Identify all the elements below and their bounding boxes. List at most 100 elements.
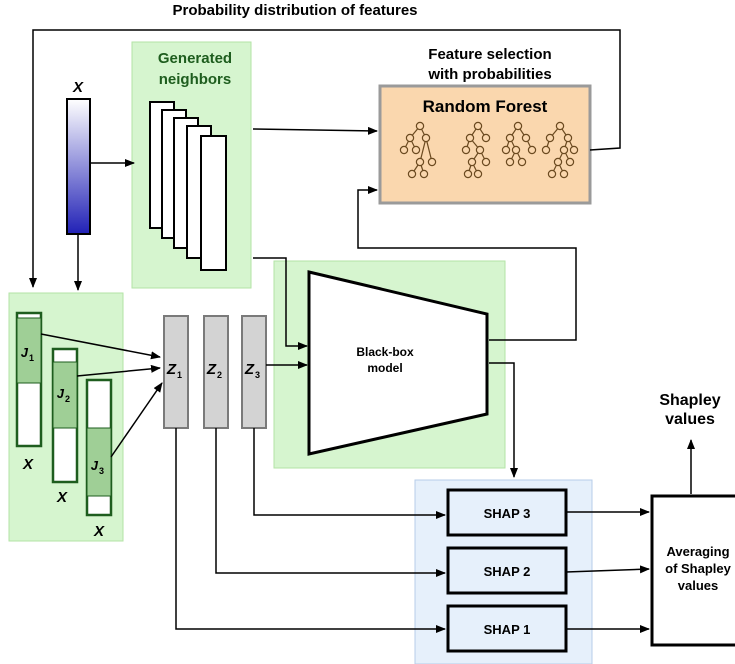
z2-sub: 2 bbox=[217, 370, 222, 380]
tree-2-node bbox=[461, 145, 471, 155]
subset-j3-label: J bbox=[91, 458, 99, 473]
tree-4-node bbox=[553, 157, 563, 167]
tree-4-node bbox=[565, 157, 575, 167]
z3-label: Z bbox=[244, 361, 255, 378]
tree-1-node bbox=[405, 133, 415, 143]
subset-j2-label: J bbox=[57, 386, 65, 401]
averaging-label-2: of Shapley bbox=[665, 561, 732, 576]
shap2-label: SHAP 2 bbox=[484, 564, 531, 579]
shap2-rect bbox=[446, 546, 568, 595]
subset-j3-x-label: X bbox=[93, 523, 105, 540]
blackbox-label-1: Black-box bbox=[356, 345, 414, 359]
tree-1-node bbox=[415, 121, 425, 131]
diagram-title: Probability distribution of features bbox=[172, 2, 417, 19]
tree-3-node bbox=[501, 145, 511, 155]
tree-1-node bbox=[419, 169, 429, 179]
blackbox-model-shape bbox=[307, 270, 489, 456]
arrow-shap2-to-avg bbox=[565, 565, 650, 574]
subset-j3-highlight bbox=[86, 427, 112, 497]
blackbox-label-2: model bbox=[367, 361, 402, 375]
shapley-values-label-2: values bbox=[665, 411, 715, 428]
arrow-z3-to-shap3 bbox=[253, 428, 446, 519]
z1-label: Z bbox=[166, 361, 177, 378]
subset-j1: J 1 X bbox=[15, 311, 43, 473]
arrow-probability-feedback bbox=[29, 29, 621, 288]
z2-box: Z 2 bbox=[203, 315, 229, 429]
generated-neighbors-label-1: Generated bbox=[158, 50, 232, 67]
arrow-neighbors-to-blackbox bbox=[253, 257, 308, 350]
arrow-j2-to-z bbox=[76, 364, 161, 377]
tree-1-node bbox=[407, 169, 417, 179]
z3-rect bbox=[241, 315, 267, 429]
subset-j1-sub: 1 bbox=[29, 353, 34, 363]
tree-4-node bbox=[545, 133, 555, 143]
arrow-z2-to-shap2 bbox=[215, 428, 446, 577]
tree-1-node bbox=[399, 145, 409, 155]
shap1-label: SHAP 1 bbox=[484, 622, 531, 637]
shap3-label: SHAP 3 bbox=[484, 506, 531, 521]
tree-2-node bbox=[473, 169, 483, 179]
tree-1-node bbox=[415, 157, 425, 167]
x-input-label: X bbox=[72, 79, 84, 96]
tree-3-node bbox=[511, 145, 521, 155]
generated-neighbors-label-2: neighbors bbox=[159, 71, 232, 88]
z3-box: Z 3 bbox=[241, 315, 267, 429]
subset-j1-x-label: X bbox=[22, 456, 34, 473]
arrow-blackbox-to-rf bbox=[357, 186, 577, 341]
subset-j2-sub: 2 bbox=[65, 394, 70, 404]
tree-2-node bbox=[481, 133, 491, 143]
z3-sub: 3 bbox=[255, 370, 260, 380]
shap1-box: SHAP 1 bbox=[446, 604, 568, 653]
random-forest-trees bbox=[399, 121, 579, 179]
tree-3-node bbox=[521, 133, 531, 143]
subset-j1-highlight bbox=[16, 317, 42, 384]
feature-selection-label-2: with probabilities bbox=[427, 66, 551, 83]
arrow-j3-to-z bbox=[110, 382, 163, 458]
shap3-rect bbox=[446, 488, 568, 537]
random-forest-title: Random Forest bbox=[423, 97, 548, 116]
tree-2-node bbox=[467, 157, 477, 167]
shap3-box: SHAP 3 bbox=[446, 488, 568, 537]
random-forest-box bbox=[378, 84, 592, 205]
averaging-box bbox=[650, 494, 735, 647]
tree-3-node bbox=[517, 157, 527, 167]
tree-2-node bbox=[473, 121, 483, 131]
tree-4-node bbox=[555, 121, 565, 131]
tree-3-node bbox=[513, 121, 523, 131]
tree-3-node bbox=[505, 157, 515, 167]
tree-2-node bbox=[475, 145, 485, 155]
tree-4-node bbox=[563, 133, 573, 143]
z1-box: Z 1 bbox=[163, 315, 189, 429]
tree-4-node bbox=[559, 145, 569, 155]
subset-j3-sub: 3 bbox=[99, 466, 104, 476]
arrow-z1-to-shap1 bbox=[175, 428, 446, 633]
subset-j3: J 3 X bbox=[85, 378, 113, 540]
subset-j2-highlight bbox=[52, 361, 78, 429]
subset-j2: J 2 X bbox=[51, 347, 79, 506]
tree-3-node bbox=[527, 145, 537, 155]
tree-2-node bbox=[463, 169, 473, 179]
tree-2-node bbox=[465, 133, 475, 143]
tree-1-node bbox=[411, 145, 421, 155]
neighbor-sheets bbox=[149, 101, 227, 271]
subset-j1-label: J bbox=[21, 345, 29, 360]
tree-4-node bbox=[569, 145, 579, 155]
tree-4-node bbox=[541, 145, 551, 155]
shap1-rect bbox=[446, 604, 568, 653]
arrow-blackbox-to-shap bbox=[489, 362, 518, 478]
shap2-box: SHAP 2 bbox=[446, 546, 568, 595]
tree-1-node bbox=[427, 157, 437, 167]
arrow-neighbors-to-rf bbox=[252, 126, 378, 135]
x-input-vector bbox=[66, 98, 91, 235]
tree-4-node bbox=[547, 169, 557, 179]
tree-1-node bbox=[421, 133, 431, 143]
tree-2-node bbox=[481, 157, 491, 167]
connectors bbox=[29, 29, 695, 633]
tree-3-node bbox=[505, 133, 515, 143]
averaging-label-1: Averaging bbox=[666, 544, 729, 559]
shapley-values-label-1: Shapley bbox=[659, 392, 720, 409]
tree-4-node bbox=[559, 169, 569, 179]
feature-selection-label-1: Feature selection bbox=[428, 46, 551, 63]
